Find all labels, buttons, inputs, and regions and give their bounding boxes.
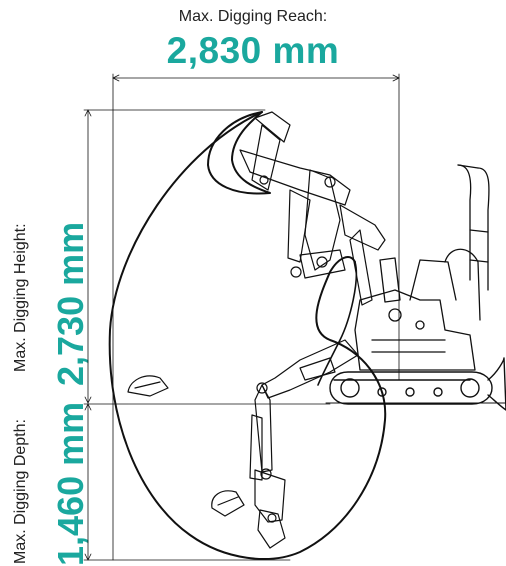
reach-dimension-line <box>112 73 400 561</box>
upper-boom-arm <box>239 111 386 306</box>
height-dimension-line <box>83 109 266 404</box>
bucket-ghost-bottom <box>211 490 245 517</box>
track-assembly <box>329 357 506 411</box>
outer-envelope-curve <box>108 111 387 560</box>
lower-boom-arm <box>249 339 359 549</box>
depth-dimension-line <box>83 403 331 561</box>
bucket-ghost-left <box>127 375 169 397</box>
inner-envelope-curve <box>207 111 271 195</box>
lower-inner-curve <box>317 261 358 386</box>
reach-label: Max. Digging Reach: <box>178 8 328 25</box>
excavator-body <box>354 164 490 371</box>
reach-value: 2,830 mm <box>166 30 340 71</box>
